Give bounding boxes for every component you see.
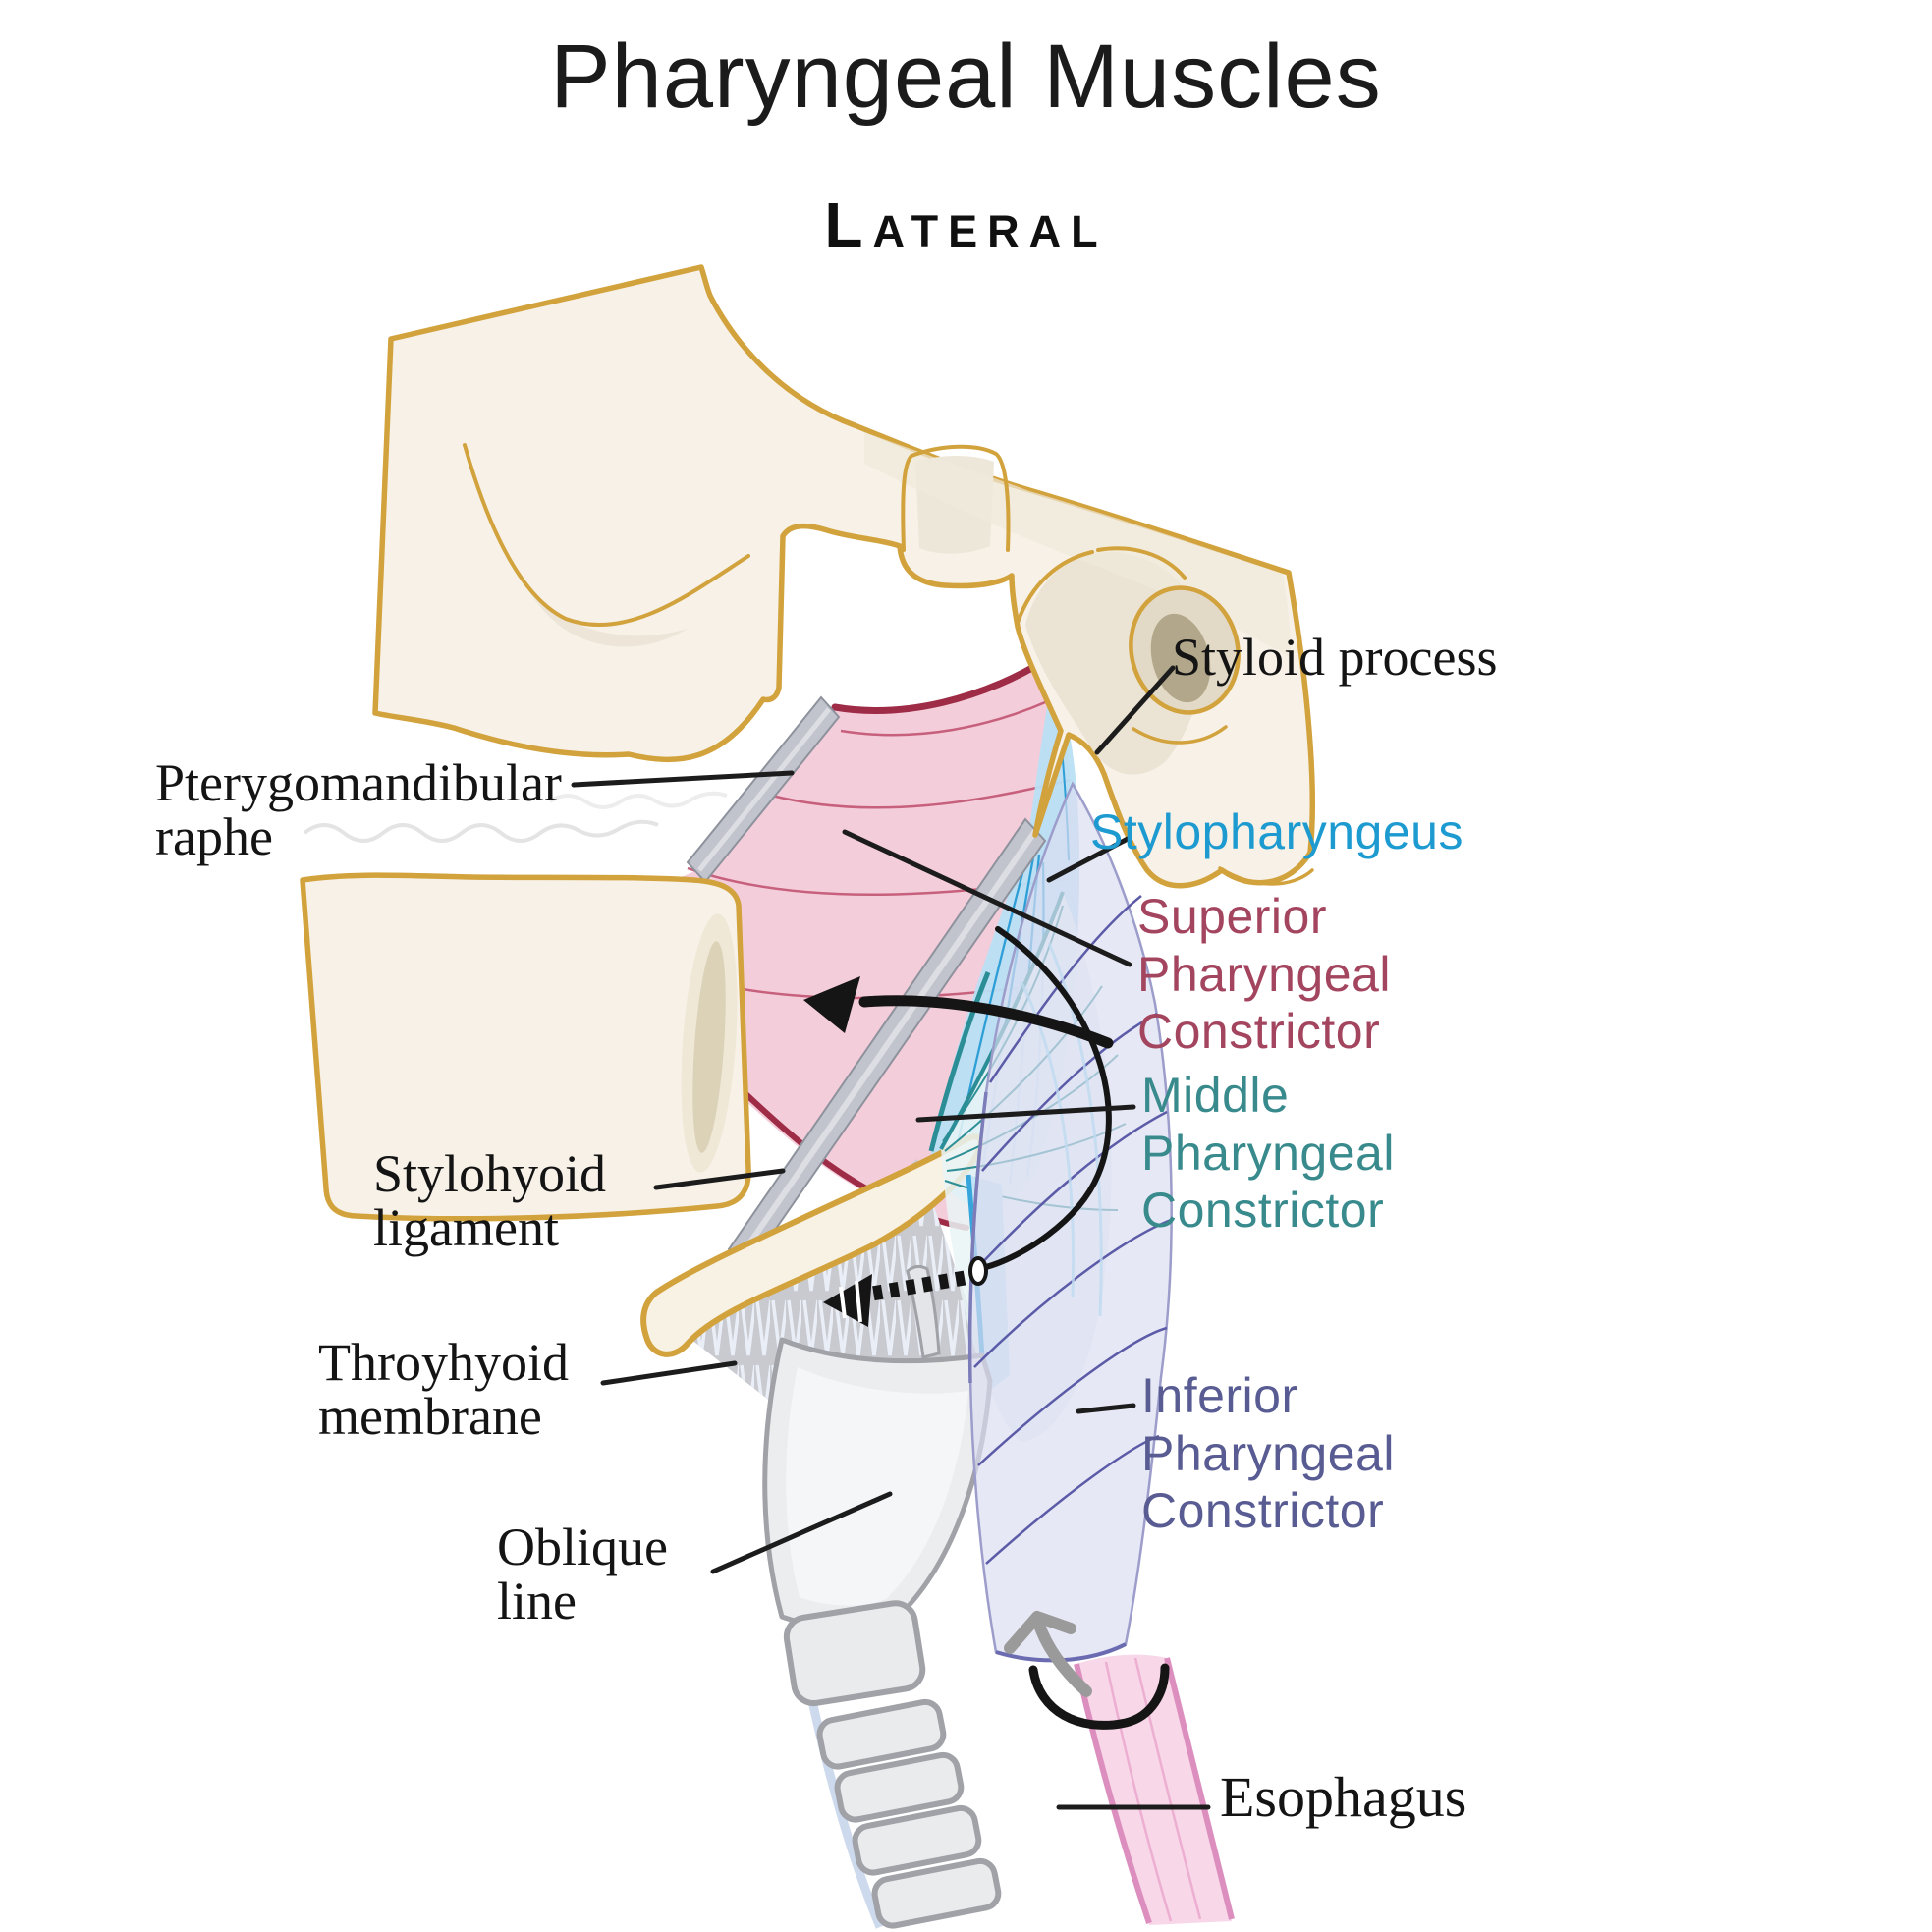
cricoid-cartilage — [783, 1600, 926, 1707]
label-superior-pharyngeal-constrictor: Superior Pharyngeal Constrictor — [1137, 889, 1391, 1059]
inferior-pharyngeal-constrictor-muscle — [967, 781, 1173, 1663]
label-pterygomandibular-raphe: Pterygomandibular raphe — [155, 753, 562, 867]
page-title: Pharyngeal Muscles — [550, 27, 1382, 127]
label-esophagus: Esophagus — [1220, 1765, 1467, 1829]
label-oblique-line: Oblique line — [497, 1518, 668, 1631]
leader-thyrohyoid-membrane — [600, 1360, 738, 1386]
esophagus-entry-arrow — [1028, 1663, 1170, 1730]
skull-base-bone — [372, 264, 1315, 889]
view-label: Lateral — [824, 190, 1108, 260]
esophagus-tube — [1074, 1654, 1235, 1925]
leader-inferior-constrictor — [1076, 1403, 1136, 1414]
leader-pterygomandibular-raphe — [571, 770, 795, 788]
mandible-bone — [300, 872, 751, 1222]
thyroid-cartilage — [762, 1264, 993, 1629]
leader-middle-constrictor — [915, 1104, 1136, 1123]
leader-lines — [571, 665, 1211, 1810]
label-stylohyoid-ligament: Stylohyoid ligament — [373, 1144, 607, 1258]
label-styloid-process: Styloid process — [1172, 628, 1498, 687]
label-middle-pharyngeal-constrictor: Middle Pharyngeal Constrictor — [1141, 1068, 1395, 1238]
leader-stylohyoid-ligament — [653, 1168, 786, 1190]
leader-superior-constrictor — [842, 829, 1132, 967]
swallow-action-arrow — [803, 976, 1114, 1049]
leader-oblique-line — [710, 1491, 893, 1574]
constriction-curve-arrow — [823, 926, 1112, 1327]
raphe-squiggle-decoration — [303, 791, 728, 843]
label-stylopharyngeus: Stylopharyngeus — [1090, 804, 1463, 859]
trachea — [783, 1600, 1002, 1929]
leader-stylopharyngeus — [1046, 836, 1131, 883]
leader-styloid-process — [1094, 665, 1176, 755]
label-inferior-pharyngeal-constrictor: Inferior Pharyngeal Constrictor — [1141, 1368, 1395, 1538]
upward-gray-arrow — [1004, 1611, 1092, 1697]
label-thyrohyoid-membrane: Throyhyoid membrane — [318, 1333, 569, 1447]
